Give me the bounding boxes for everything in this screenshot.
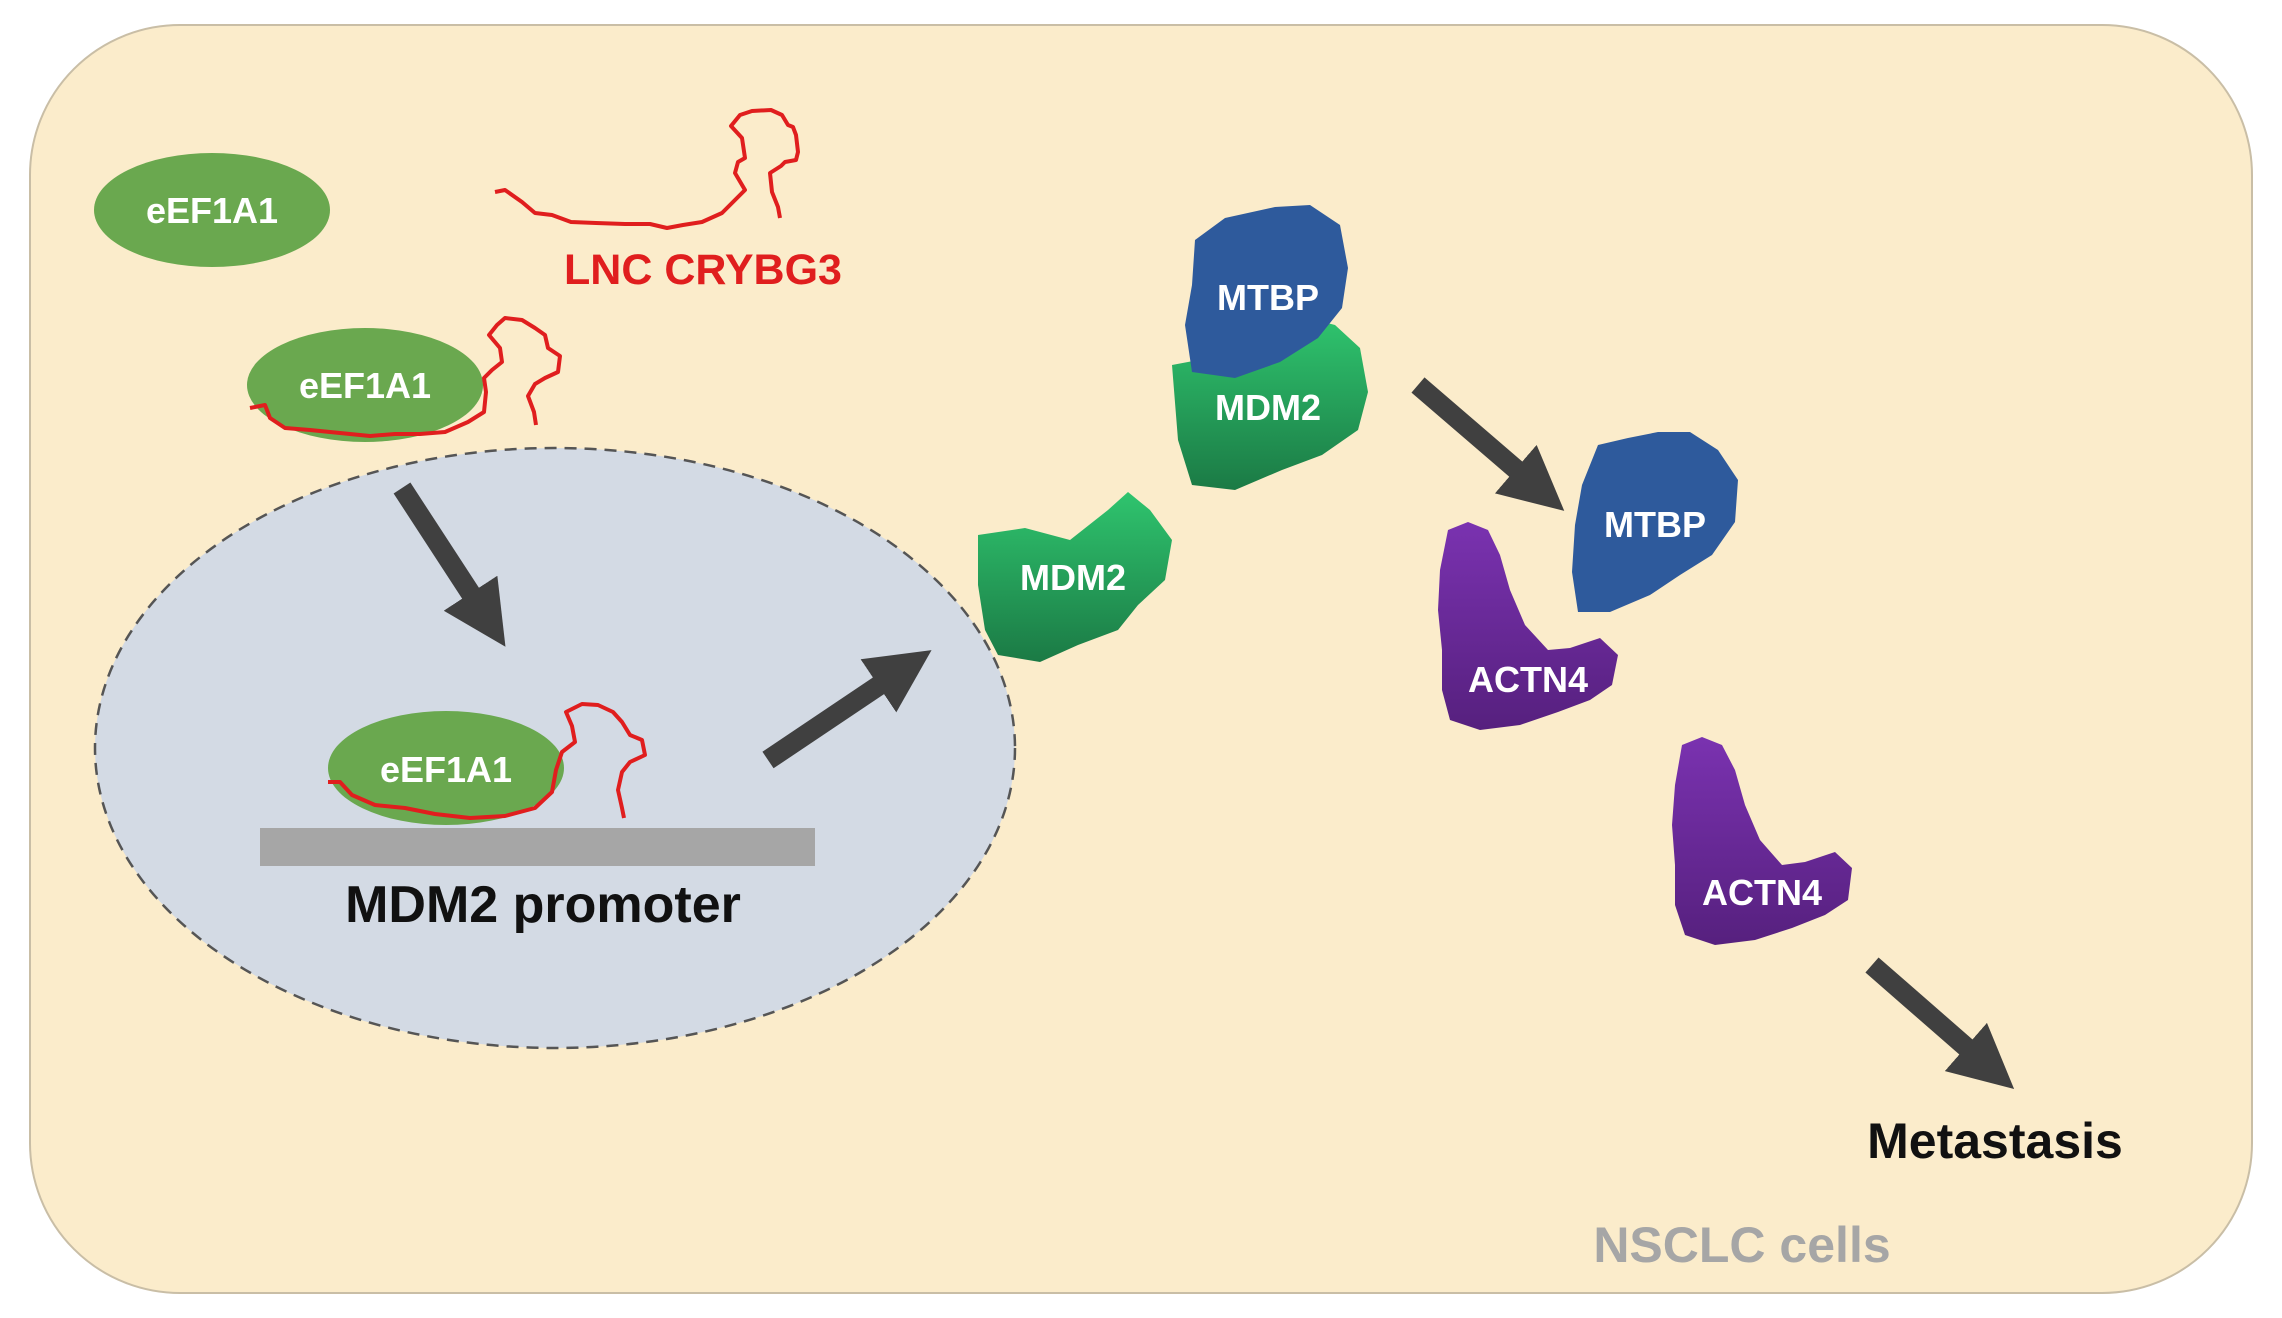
eef1a1-free: eEF1A1 xyxy=(94,153,330,267)
lncrna-free: LNC CRYBG3 xyxy=(494,108,842,294)
eef1a1-lncrna-complex: eEF1A1 xyxy=(247,316,562,442)
actn4-in-complex: ACTN4 xyxy=(1438,522,1618,730)
actn4-complex-label: ACTN4 xyxy=(1468,659,1588,700)
eef1a1-nuclear-complex: eEF1A1 xyxy=(328,702,647,825)
mtbp-in-complex: MTBP xyxy=(1185,205,1348,378)
mdm2-promoter-bar xyxy=(260,828,815,866)
actn4-free: ACTN4 xyxy=(1672,737,1852,945)
promoter-label: MDM2 promoter xyxy=(345,876,741,934)
arrow-to-metastasis xyxy=(1865,957,2015,1090)
arrow-to-nucleus xyxy=(393,482,506,647)
arrow-to-mdm2 xyxy=(762,650,932,769)
mtbp-with-actn4: MTBP xyxy=(1572,432,1738,612)
arrow-to-actn4-complex xyxy=(1411,377,1565,511)
lncrna-label: LNC CRYBG3 xyxy=(564,246,842,294)
eef1a1-free-label: eEF1A1 xyxy=(146,190,278,231)
eef1a1-nuclear-label: eEF1A1 xyxy=(380,749,512,790)
cell-type-label: NSCLC cells xyxy=(1593,1217,1890,1273)
mdm2-free-label: MDM2 xyxy=(1020,557,1126,598)
mtbp-complex-label: MTBP xyxy=(1217,277,1319,318)
mtbp-actn4-label: MTBP xyxy=(1604,504,1706,545)
metastasis-label: Metastasis xyxy=(1867,1113,2123,1169)
mdm2-complex-label: MDM2 xyxy=(1215,387,1321,428)
eef1a1-bound-label: eEF1A1 xyxy=(299,365,431,406)
mdm2-free: MDM2 xyxy=(978,492,1172,662)
actn4-free-label: ACTN4 xyxy=(1702,872,1822,913)
